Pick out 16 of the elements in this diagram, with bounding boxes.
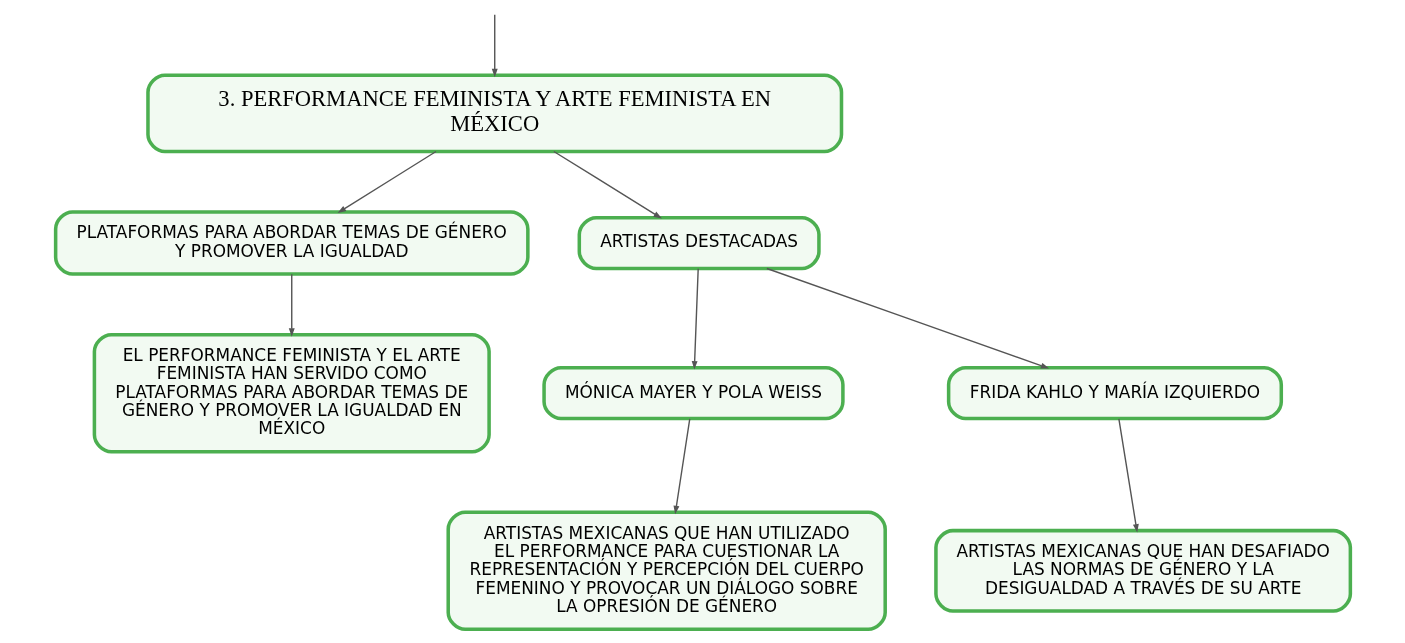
node-box: ARTISTAS DESTACADAS [577,215,821,271]
node-box: MÓNICA MAYER Y POLA WEISS [541,366,845,421]
arrow [691,268,699,370]
arrow [673,418,690,515]
arrow [552,150,662,219]
node-box: ARTISTAS MEXICANAS QUE HAN UTILIZADO EL PERFORMANCE PARA CUESTIONAR LA REPRESENTACIÓN Y PERCEPCIÓN DEL CUERPO FEMENINO Y PROVOCAR UN DIÁLOGO SOBRE LA OPRESIÓN DE GÉNERO [445,510,887,632]
node-box: 3. PERFORMANCE FEMINISTA Y ARTE FEMINISTA EN MÉXICO [145,73,843,154]
node-box: EL PERFORMANCE FEMINISTA Y EL ARTE FEMINISTA HAN SERVIDO COMO PLATAFORMAS PARA ABORDAR TEMAS DE GÉNERO Y PROMOVER LA IGUALDAD EN MÉXICO [92,332,491,454]
arrow [765,267,1049,369]
node-box: ARTISTAS MEXICANAS QUE HAN DESAFIADO LAS NORMAS DE GÉNERO Y LA DESIGUALDAD A TRAVÉS DE SU ARTE [933,528,1352,613]
arrow [491,14,498,78]
arrow [288,273,295,337]
node-box: PLATAFORMAS PARA ABORDAR TEMAS DE GÉNERO Y PROMOVER LA IGUALDAD [53,210,530,276]
arrow [337,150,437,213]
arrow [1117,418,1139,533]
node-box: FRIDA KAHLO Y MARÍA IZQUIERDO [946,366,1283,421]
